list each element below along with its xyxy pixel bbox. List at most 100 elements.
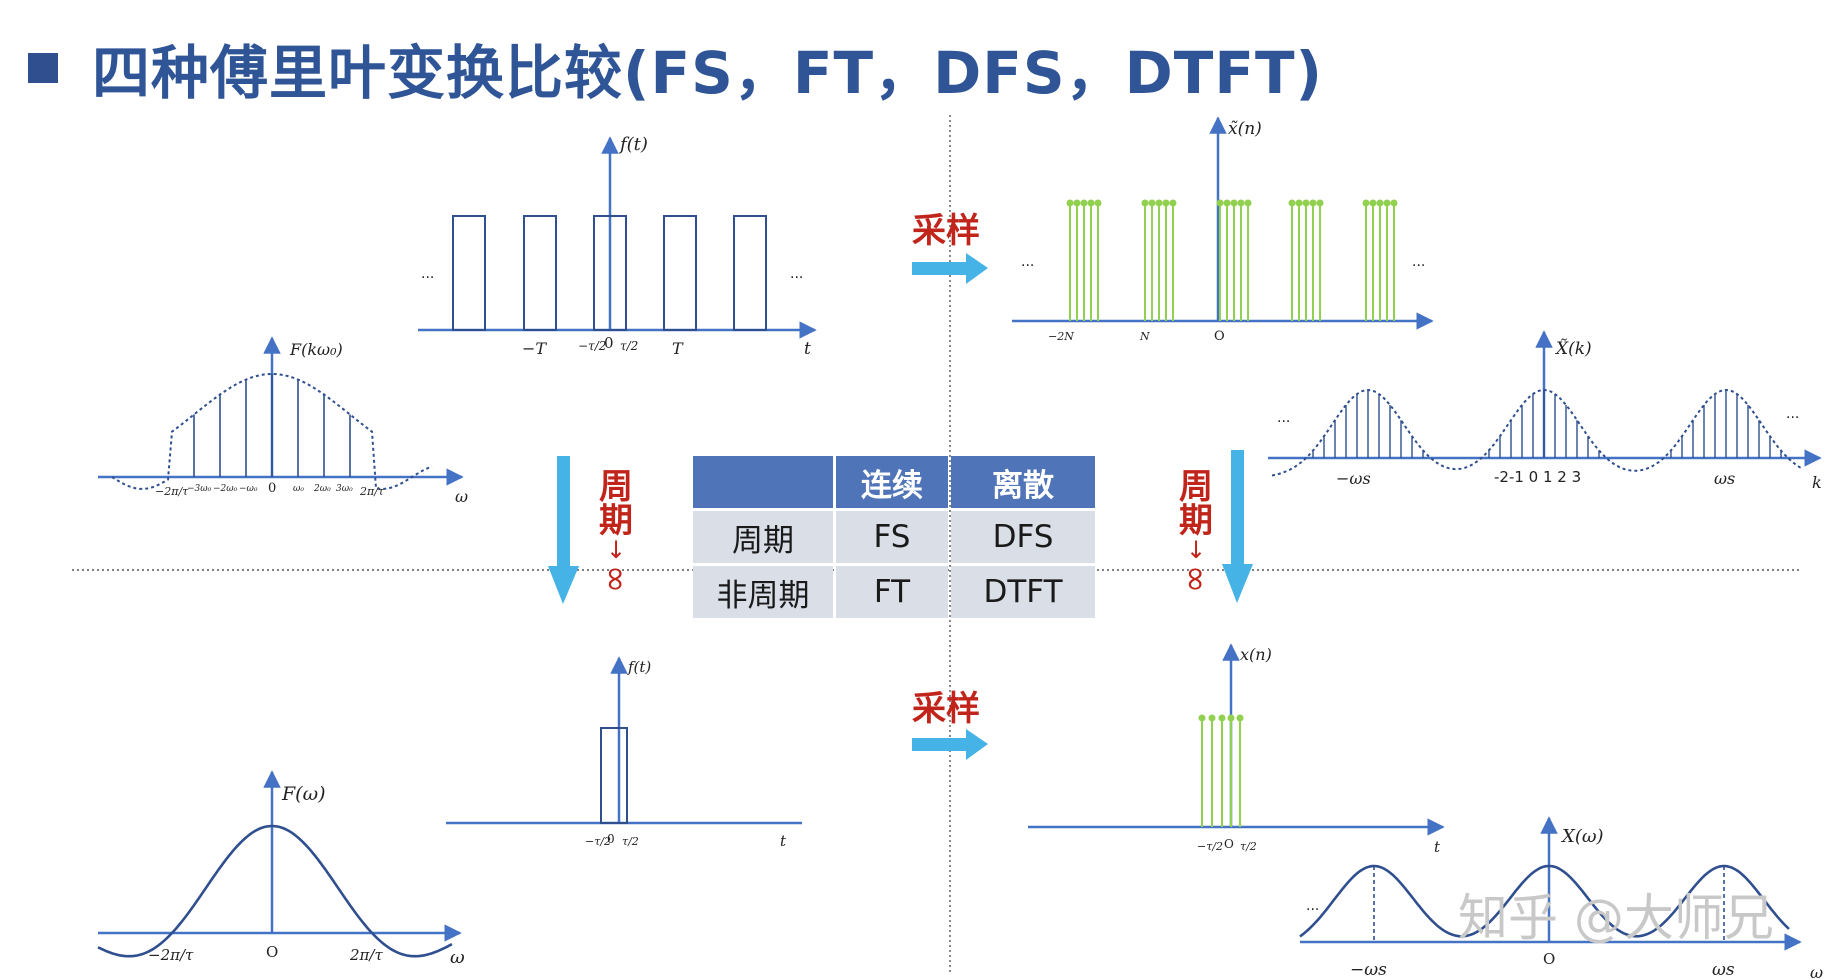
fs-pulse: [523, 215, 557, 331]
fs-time-tick: τ/2: [620, 339, 638, 353]
to-infinity-arrow: ↓: [1185, 536, 1207, 564]
sample-dot: [1218, 714, 1226, 722]
sampling-arrow-top: 采样: [912, 211, 988, 284]
ft-freq-tick: 2π/τ: [349, 946, 383, 964]
ft-freq-xlabel: ω: [450, 947, 465, 968]
fs-freq-tick: 2π/τ: [359, 485, 385, 498]
sample-dot: [1073, 199, 1081, 207]
fs-time-tick: T: [672, 339, 684, 358]
ft-pulse: [600, 727, 628, 824]
dtft-time-tick: −τ/2: [1197, 840, 1223, 853]
period-arrow-left: [548, 456, 579, 604]
dfs-time-tick: N: [1139, 330, 1150, 343]
ellipsis: ...: [1786, 406, 1799, 422]
sample-dot: [1244, 199, 1252, 207]
fs-pulse: [452, 215, 486, 331]
sample-dot: [1230, 199, 1238, 207]
fs-pulse: [593, 215, 627, 331]
sample-dot: [1094, 199, 1102, 207]
table-row: 非周期 FT DTFT: [693, 566, 1095, 618]
table-cell: DFS: [951, 511, 1095, 563]
dfs-freq-tick: ωs: [1714, 469, 1735, 488]
table-row: 周期 FS DFS: [693, 511, 1095, 563]
arrow-shaft: [557, 456, 570, 568]
dtft-freq-plot: X(ω) ω −ωs O ωs ...: [1299, 816, 1823, 980]
dtft-time-ylabel: x(n): [1240, 645, 1272, 664]
period-char-2: 期: [1179, 501, 1213, 541]
slide-title: 四种傅里叶变换比较(FS，FT，DFS，DTFT): [28, 28, 1323, 108]
fs-freq-ylabel: F(kω₀): [289, 340, 343, 359]
infinity-symbol: ∞: [1176, 564, 1216, 594]
dtft-freq-tick: −ωs: [1350, 960, 1387, 980]
sample-dot: [1390, 199, 1398, 207]
sample-dot: [1169, 199, 1177, 207]
fs-freq-plot: F(kω₀) ω −2π/τ −3ω₀ −2ω₀ −ω₀ 0 ω₀ 2ω₀ 3ω…: [98, 336, 468, 506]
ellipsis: ...: [1277, 410, 1290, 426]
ft-freq-tick: −2π/τ: [148, 946, 194, 964]
fs-freq-xlabel: ω: [455, 487, 468, 506]
fs-pulse: [733, 215, 767, 331]
sample-dot: [1223, 199, 1231, 207]
title-text: 四种傅里叶变换比较(FS，FT，DFS，DTFT): [92, 39, 1324, 107]
period-char-1: 周: [1179, 467, 1213, 507]
arrow-shaft: [912, 262, 970, 275]
infinity-symbol: ∞: [596, 564, 636, 594]
sample-dot: [1309, 199, 1317, 207]
sample-dot: [1198, 714, 1206, 722]
fs-time-tick: −T: [522, 339, 547, 358]
dtft-freq-xlabel: ω: [1810, 963, 1823, 980]
dfs-freq-xlabel: k: [1812, 473, 1822, 492]
watermark: 知乎 @大师兄: [1458, 889, 1774, 947]
dtft-freq-tick: O: [1543, 950, 1555, 968]
fs-freq-tick: −3ω₀: [187, 484, 212, 494]
arrow-head: [1222, 564, 1253, 603]
dfs-envelope-curve: [1271, 388, 1804, 477]
fs-pulse: [663, 215, 697, 331]
dtft-freq-tick: ωs: [1712, 960, 1735, 980]
ellipsis: ...: [1306, 898, 1319, 914]
fs-time-xlabel: t: [804, 339, 811, 359]
dtft-time-tick: O: [1224, 837, 1234, 851]
dfs-freq-ylabel: X̃(k): [1554, 339, 1592, 359]
ft-time-tick: −τ/2: [585, 835, 611, 848]
row-label: 周期: [693, 511, 833, 563]
sample-dot: [1316, 199, 1324, 207]
ft-time-plot: f(t) t −τ/2 0 τ/2: [446, 656, 802, 850]
sampling-arrow-bottom: 采样: [912, 689, 988, 760]
sample-dot: [1288, 199, 1296, 207]
ft-spectrum-curve: [97, 824, 453, 958]
ft-freq-tick: O: [266, 943, 278, 961]
title-bullet-square: [28, 53, 58, 83]
fs-time-plot: f(t) t −T −τ/2 0 τ/2 T ... ...: [418, 134, 817, 359]
table-header-cell: 连续: [836, 456, 948, 508]
to-infinity-arrow: ↓: [605, 536, 627, 564]
dfs-time-tick: O: [1214, 329, 1225, 344]
sample-dot: [1162, 199, 1170, 207]
fs-freq-tick: 3ω₀: [336, 484, 353, 494]
sampling-label-bottom: 采样: [912, 689, 980, 729]
arrow-head: [966, 253, 988, 284]
dtft-time-xlabel: t: [1434, 838, 1441, 856]
sample-dot: [1369, 199, 1377, 207]
dtft-time-tick: τ/2: [1240, 840, 1257, 853]
sample-dot: [1216, 199, 1224, 207]
table-cell: DTFT: [951, 566, 1095, 618]
fs-time-tick: 0: [604, 334, 614, 352]
dfs-time-plot: x̃(n) −2N N O ... ...: [1012, 116, 1434, 344]
table-cell: FS: [836, 511, 948, 563]
dfs-spectrum-lines: [1312, 390, 1782, 458]
sampling-label-top: 采样: [912, 211, 980, 251]
fs-time-ylabel: f(t): [618, 134, 648, 155]
fs-freq-tick: −2π/τ: [155, 485, 189, 498]
ft-freq-plot: F(ω) ω −2π/τ O 2π/τ: [97, 770, 465, 968]
sample-dot: [1302, 199, 1310, 207]
period-label-right: 周 期 ↓ ∞: [1172, 470, 1220, 596]
ellipsis: ...: [421, 266, 434, 282]
dtft-sample-stems: [1198, 714, 1244, 827]
ellipsis: ...: [1412, 254, 1425, 270]
sample-dot: [1362, 199, 1370, 207]
sample-dot: [1141, 199, 1149, 207]
ellipsis: ...: [1021, 254, 1034, 270]
fs-freq-tick: −2ω₀: [213, 484, 238, 494]
